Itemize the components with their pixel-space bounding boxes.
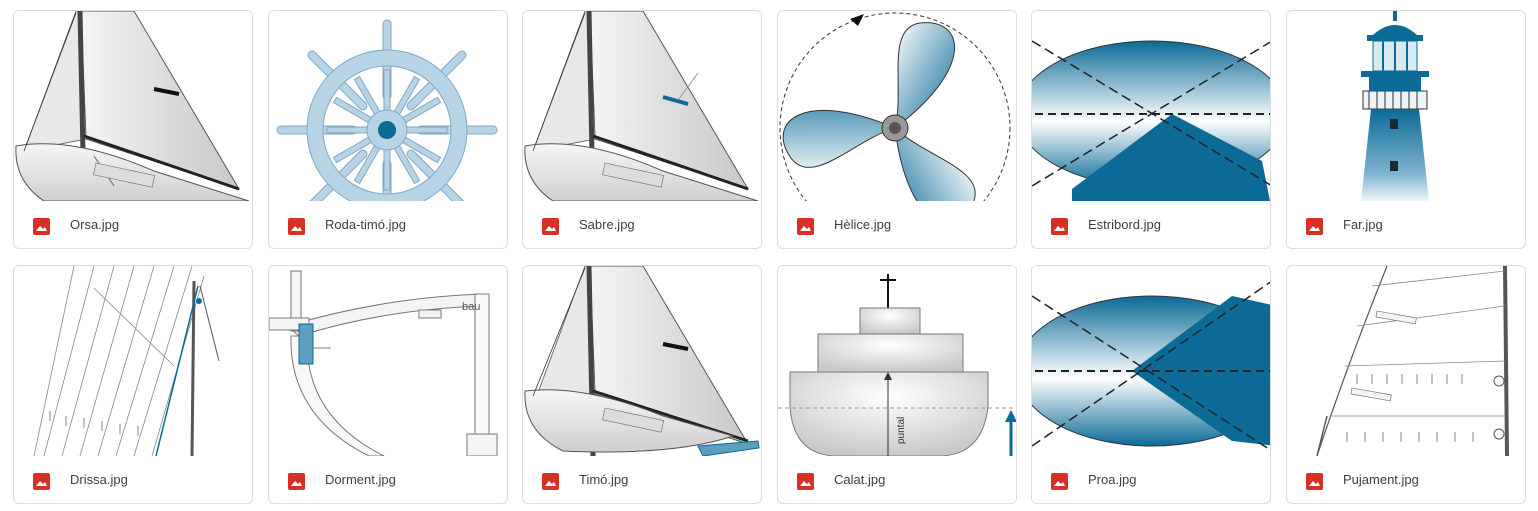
file-name: Roda-timó.jpg (325, 217, 406, 232)
image-file-icon (797, 473, 814, 490)
file-name: Dorment.jpg (325, 472, 396, 487)
label-bau: bau (462, 301, 480, 313)
file-footer: Pujament.jpg (1287, 456, 1525, 503)
file-name: Timó.jpg (579, 472, 629, 487)
file-card-estribord[interactable]: Estribord.jpg (1031, 10, 1271, 249)
file-card-helice[interactable]: Hèlice.jpg (777, 10, 1017, 249)
file-name: Far.jpg (1343, 217, 1383, 232)
file-card-far[interactable]: Far.jpg (1286, 10, 1526, 249)
thumbnail-drissa (14, 266, 252, 456)
file-footer: Hèlice.jpg (778, 201, 1016, 248)
thumbnail-pujament (1287, 266, 1525, 456)
image-file-icon (542, 473, 559, 490)
file-footer: Proa.jpg (1032, 456, 1270, 503)
file-name: Orsa.jpg (70, 217, 120, 232)
file-name: Hèlice.jpg (834, 217, 892, 232)
image-file-icon (1306, 218, 1323, 235)
image-file-icon (33, 473, 50, 490)
thumbnail-roda-timo (269, 11, 507, 201)
file-footer: Estribord.jpg (1032, 201, 1270, 248)
thumbnail-proa (1032, 266, 1270, 456)
file-name: Calat.jpg (834, 472, 886, 487)
thumbnail-far (1287, 11, 1525, 201)
file-footer: Far.jpg (1287, 201, 1525, 248)
file-footer: Orsa.jpg (14, 201, 252, 248)
file-card-roda-timo[interactable]: Roda-timó.jpg (268, 10, 508, 249)
file-name: Drissa.jpg (70, 472, 128, 487)
file-card-pujament[interactable]: Pujament.jpg (1286, 265, 1526, 504)
file-footer: Sabre.jpg (523, 201, 761, 248)
image-file-icon (1051, 473, 1068, 490)
file-card-drissa[interactable]: Drissa.jpg (13, 265, 253, 504)
file-footer: Drissa.jpg (14, 456, 252, 503)
file-footer: Dorment.jpg (269, 456, 507, 503)
thumbnail-estribord (1032, 11, 1270, 201)
thumbnail-sabre (523, 11, 761, 201)
file-card-proa[interactable]: Proa.jpg (1031, 265, 1271, 504)
thumbnail-timo (523, 266, 761, 456)
file-card-orsa[interactable]: Orsa.jpg (13, 10, 253, 249)
file-name: Pujament.jpg (1343, 472, 1419, 487)
image-file-icon (797, 218, 814, 235)
file-card-timo[interactable]: Timó.jpg (522, 265, 762, 504)
image-file-icon (33, 218, 50, 235)
file-footer: Calat.jpg (778, 456, 1016, 503)
thumbnail-orsa (14, 11, 252, 201)
file-name: Sabre.jpg (579, 217, 635, 232)
image-file-icon (1051, 218, 1068, 235)
image-file-icon (288, 218, 305, 235)
file-name: Estribord.jpg (1088, 217, 1161, 232)
file-name: Proa.jpg (1088, 472, 1137, 487)
file-card-dorment[interactable]: bau Dorment.jpg (268, 265, 508, 504)
file-footer: Timó.jpg (523, 456, 761, 503)
image-file-icon (1306, 473, 1323, 490)
label-puntal: puntal (896, 417, 907, 444)
thumbnail-calat: puntal (778, 266, 1016, 456)
file-footer: Roda-timó.jpg (269, 201, 507, 248)
file-card-calat[interactable]: puntal Calat.jpg (777, 265, 1017, 504)
image-file-icon (288, 473, 305, 490)
thumbnail-helice (778, 11, 1016, 201)
image-file-icon (542, 218, 559, 235)
thumbnail-dorment: bau (269, 266, 507, 456)
file-card-sabre[interactable]: Sabre.jpg (522, 10, 762, 249)
